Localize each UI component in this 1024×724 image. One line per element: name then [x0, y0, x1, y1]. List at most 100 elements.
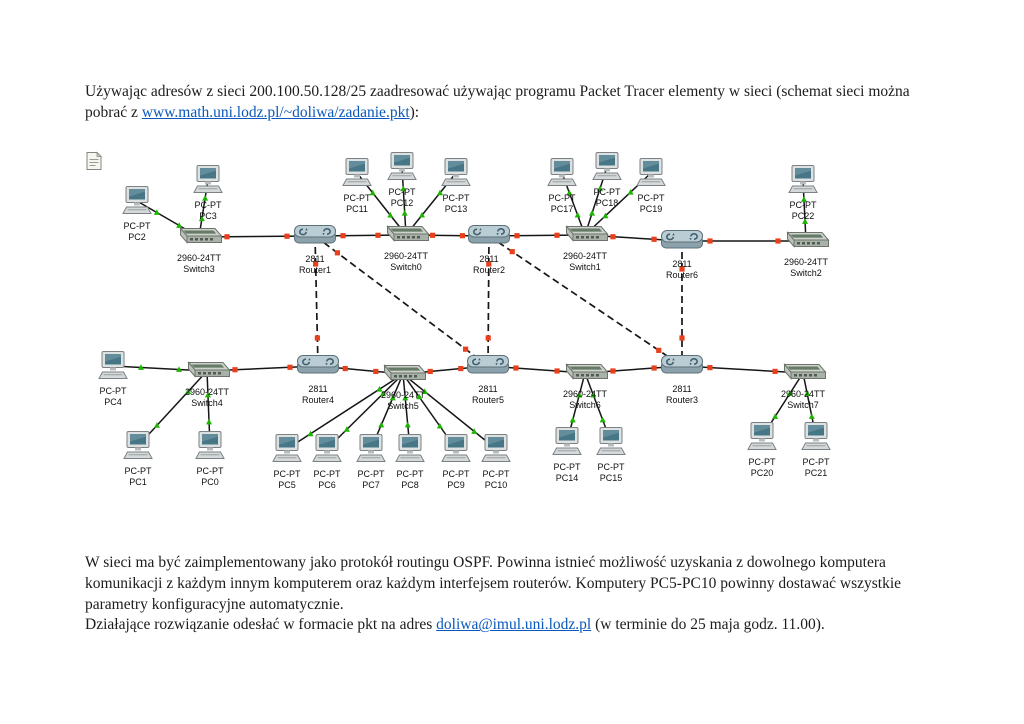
link-status-up-indicator — [436, 422, 443, 429]
link-status-up-indicator — [389, 394, 396, 401]
pc-icon — [438, 434, 474, 464]
router-icon — [293, 223, 337, 249]
link-status-down-indicator — [485, 335, 491, 341]
link-status-up-indicator — [185, 388, 192, 395]
link-status-up-indicator — [153, 209, 160, 215]
link-status-up-indicator — [574, 211, 581, 218]
link-status-down-indicator — [651, 365, 657, 371]
link-status-up-indicator — [343, 426, 350, 432]
requirements-text: W sieci ma być zaimplementowany jako pro… — [85, 554, 902, 613]
submission-text: Działające rozwiązanie odesłać w formaci… — [85, 616, 437, 634]
link-status-up-indicator — [566, 189, 573, 196]
pc-icon — [353, 434, 389, 464]
link-status-up-indicator — [404, 421, 411, 428]
link-status-up-indicator — [369, 189, 376, 196]
link-status-down-indicator — [287, 364, 293, 370]
link-status-up-indicator — [198, 215, 205, 222]
link-status-down-indicator — [373, 368, 379, 375]
link-status-down-indicator — [486, 261, 492, 267]
link-status-down-indicator — [513, 365, 519, 371]
link-status-up-indicator — [137, 364, 144, 370]
switch-icon — [382, 224, 430, 246]
link-status-down-indicator — [509, 249, 515, 255]
intro-paragraph: Używając adresów z sieci 200.100.50.128/… — [85, 82, 935, 124]
switch-icon — [561, 362, 609, 384]
link-status-up-indicator — [589, 210, 596, 216]
link-status-up-indicator — [153, 422, 160, 428]
pc-icon — [633, 158, 669, 188]
link-PC5-Switch5 — [286, 373, 404, 450]
link-status-down-indicator — [679, 266, 685, 272]
link-status-down-indicator — [707, 365, 713, 371]
link-status-down-indicator — [334, 250, 340, 256]
email-link[interactable]: doliwa@imul.uni.lodz.pl — [436, 616, 592, 634]
link-status-up-indicator — [802, 218, 809, 224]
pc-icon — [95, 351, 131, 381]
link-status-up-indicator — [602, 212, 609, 219]
link-status-up-indicator — [569, 416, 576, 423]
pc-icon — [339, 158, 375, 188]
link-status-up-indicator — [176, 222, 183, 228]
link-status-up-indicator — [590, 391, 597, 398]
link-status-down-indicator — [340, 233, 346, 239]
link-status-up-indicator — [416, 393, 423, 400]
requirements-paragraph: W sieci ma być zaimplementowany jako pro… — [85, 553, 937, 615]
link-status-down-indicator — [656, 347, 662, 353]
link-status-up-indicator — [471, 428, 478, 434]
link-status-down-indicator — [610, 368, 616, 374]
schema-download-link[interactable]: www.math.uni.lodz.pl/~doliwa/zadanie.pkt — [141, 103, 410, 121]
pc-icon — [120, 431, 156, 461]
